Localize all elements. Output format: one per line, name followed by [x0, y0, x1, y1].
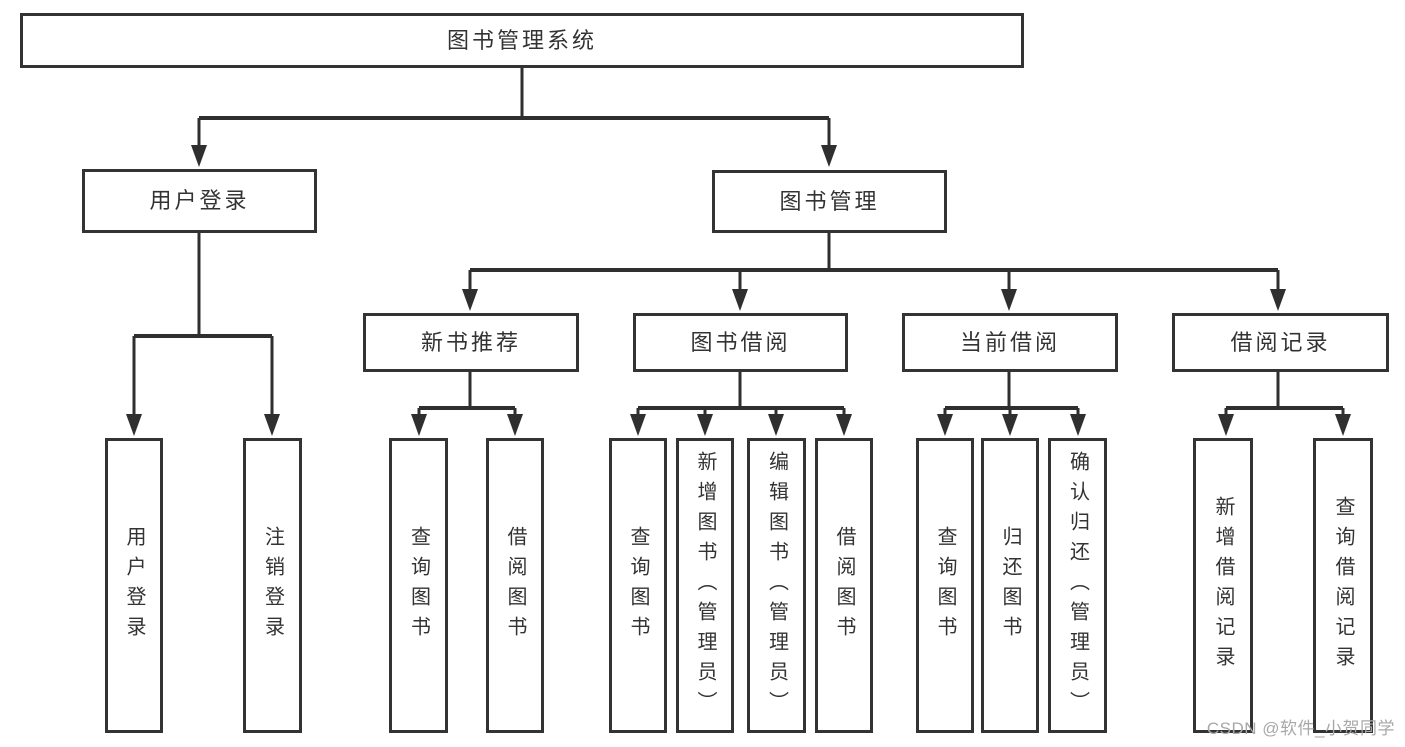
leaf-newbook-query: 查询图书 — [389, 438, 448, 733]
node-book-management: 图书管理 — [712, 170, 947, 233]
node-user-login-label: 用户登录 — [149, 188, 250, 213]
leaf-borrow-query-label: 查询图书 — [627, 525, 649, 646]
leaf-logout: 注销登录 — [243, 438, 302, 733]
leaf-add-borrow-record-label: 新增借阅记录 — [1212, 495, 1234, 676]
node-user-login: 用户登录 — [82, 169, 317, 233]
leaf-borrow-query: 查询图书 — [609, 438, 667, 733]
node-book-borrowing-label: 图书借阅 — [690, 329, 791, 355]
node-root: 图书管理系统 — [20, 13, 1024, 68]
leaf-borrow-edit-book: 编辑图书（管理员） — [747, 438, 806, 733]
leaf-add-borrow-record: 新增借阅记录 — [1193, 438, 1253, 733]
node-new-book-recommend: 新书推荐 — [363, 313, 579, 372]
node-current-borrowing: 当前借阅 — [902, 313, 1118, 372]
leaf-borrow-edit-book-label: 编辑图书（管理员） — [765, 450, 788, 721]
leaf-logout-label: 注销登录 — [261, 525, 284, 646]
leaf-return-book: 归还图书 — [981, 438, 1039, 733]
leaf-query-borrow-record-label: 查询借阅记录 — [1332, 495, 1354, 676]
leaf-confirm-return-label: 确认归还（管理员） — [1066, 450, 1089, 721]
watermark: CSDN @软件_小贺同学 — [1206, 719, 1395, 738]
leaf-borrow-book-label: 借阅图书 — [833, 525, 855, 646]
node-borrowing-records-label: 借阅记录 — [1230, 329, 1331, 355]
leaf-newbook-borrow: 借阅图书 — [486, 438, 544, 733]
node-root-label: 图书管理系统 — [446, 27, 597, 53]
leaf-query-borrow-record: 查询借阅记录 — [1313, 438, 1373, 733]
leaf-user-login-label: 用户登录 — [123, 525, 145, 646]
node-current-borrowing-label: 当前借阅 — [959, 329, 1060, 355]
leaf-newbook-borrow-label: 借阅图书 — [504, 525, 526, 646]
leaf-current-query-label: 查询图书 — [934, 525, 956, 646]
leaf-confirm-return: 确认归还（管理员） — [1048, 438, 1107, 733]
node-book-management-label: 图书管理 — [779, 188, 880, 214]
node-borrowing-records: 借阅记录 — [1172, 313, 1389, 372]
leaf-user-login: 用户登录 — [105, 438, 163, 733]
leaf-return-book-label: 归还图书 — [999, 525, 1021, 646]
leaf-current-query: 查询图书 — [916, 438, 974, 733]
leaf-borrow-add-book-label: 新增图书（管理员） — [694, 450, 716, 721]
leaf-borrow-book: 借阅图书 — [815, 438, 873, 733]
node-book-borrowing: 图书借阅 — [633, 313, 848, 372]
leaf-newbook-query-label: 查询图书 — [407, 525, 430, 646]
leaf-borrow-add-book: 新增图书（管理员） — [676, 438, 734, 733]
node-new-book-recommend-label: 新书推荐 — [420, 329, 521, 355]
